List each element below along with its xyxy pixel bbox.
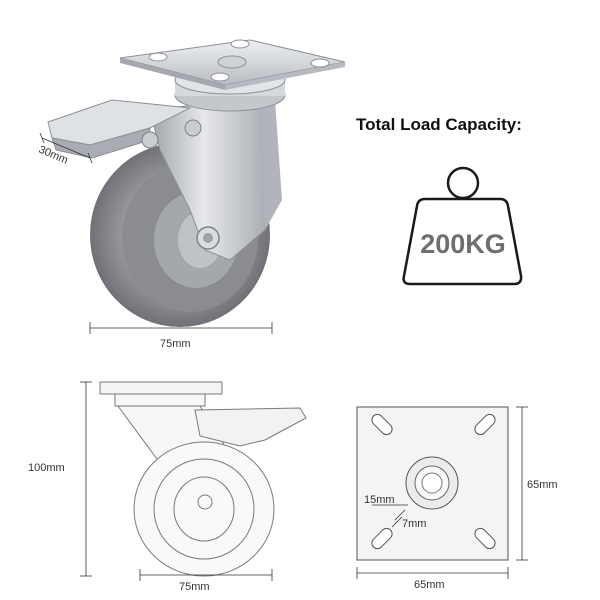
- plate-width-dimension: 65mm: [356, 567, 509, 591]
- photo-wheel-diameter-label: 75mm: [160, 338, 191, 350]
- slot-dimension-lines: [372, 504, 408, 528]
- kettlebell-weight-icon: 200KG: [402, 166, 523, 286]
- mount-slot: [474, 413, 496, 436]
- mounting-plate: [119, 39, 346, 90]
- plate-height-label: 65mm: [527, 479, 558, 491]
- slot-length-label: 15mm: [364, 494, 395, 506]
- brake-lever: [47, 99, 202, 159]
- photo-wheel-dimension: 75mm: [89, 322, 273, 350]
- mount-slot: [371, 413, 393, 436]
- plate-height-dimension: 65mm: [516, 406, 558, 561]
- load-capacity-heading: Total Load Capacity:: [356, 115, 522, 134]
- side-height-label: 100mm: [28, 462, 65, 474]
- plate-width-label: 65mm: [414, 579, 445, 591]
- mount-slot: [474, 527, 496, 550]
- side-wheel-dimension: 75mm: [139, 569, 273, 593]
- load-weight-label: 200KG: [420, 229, 506, 259]
- slot-width-label: 7mm: [402, 518, 426, 530]
- caster-photo: [47, 39, 346, 327]
- side-view-drawing: [99, 381, 307, 577]
- caster-fork: [149, 99, 282, 261]
- side-wheel-diameter-label: 75mm: [179, 581, 210, 593]
- top-plate-drawing: [356, 406, 509, 561]
- side-height-dimension: 100mm: [28, 381, 92, 577]
- mount-slot: [371, 527, 393, 550]
